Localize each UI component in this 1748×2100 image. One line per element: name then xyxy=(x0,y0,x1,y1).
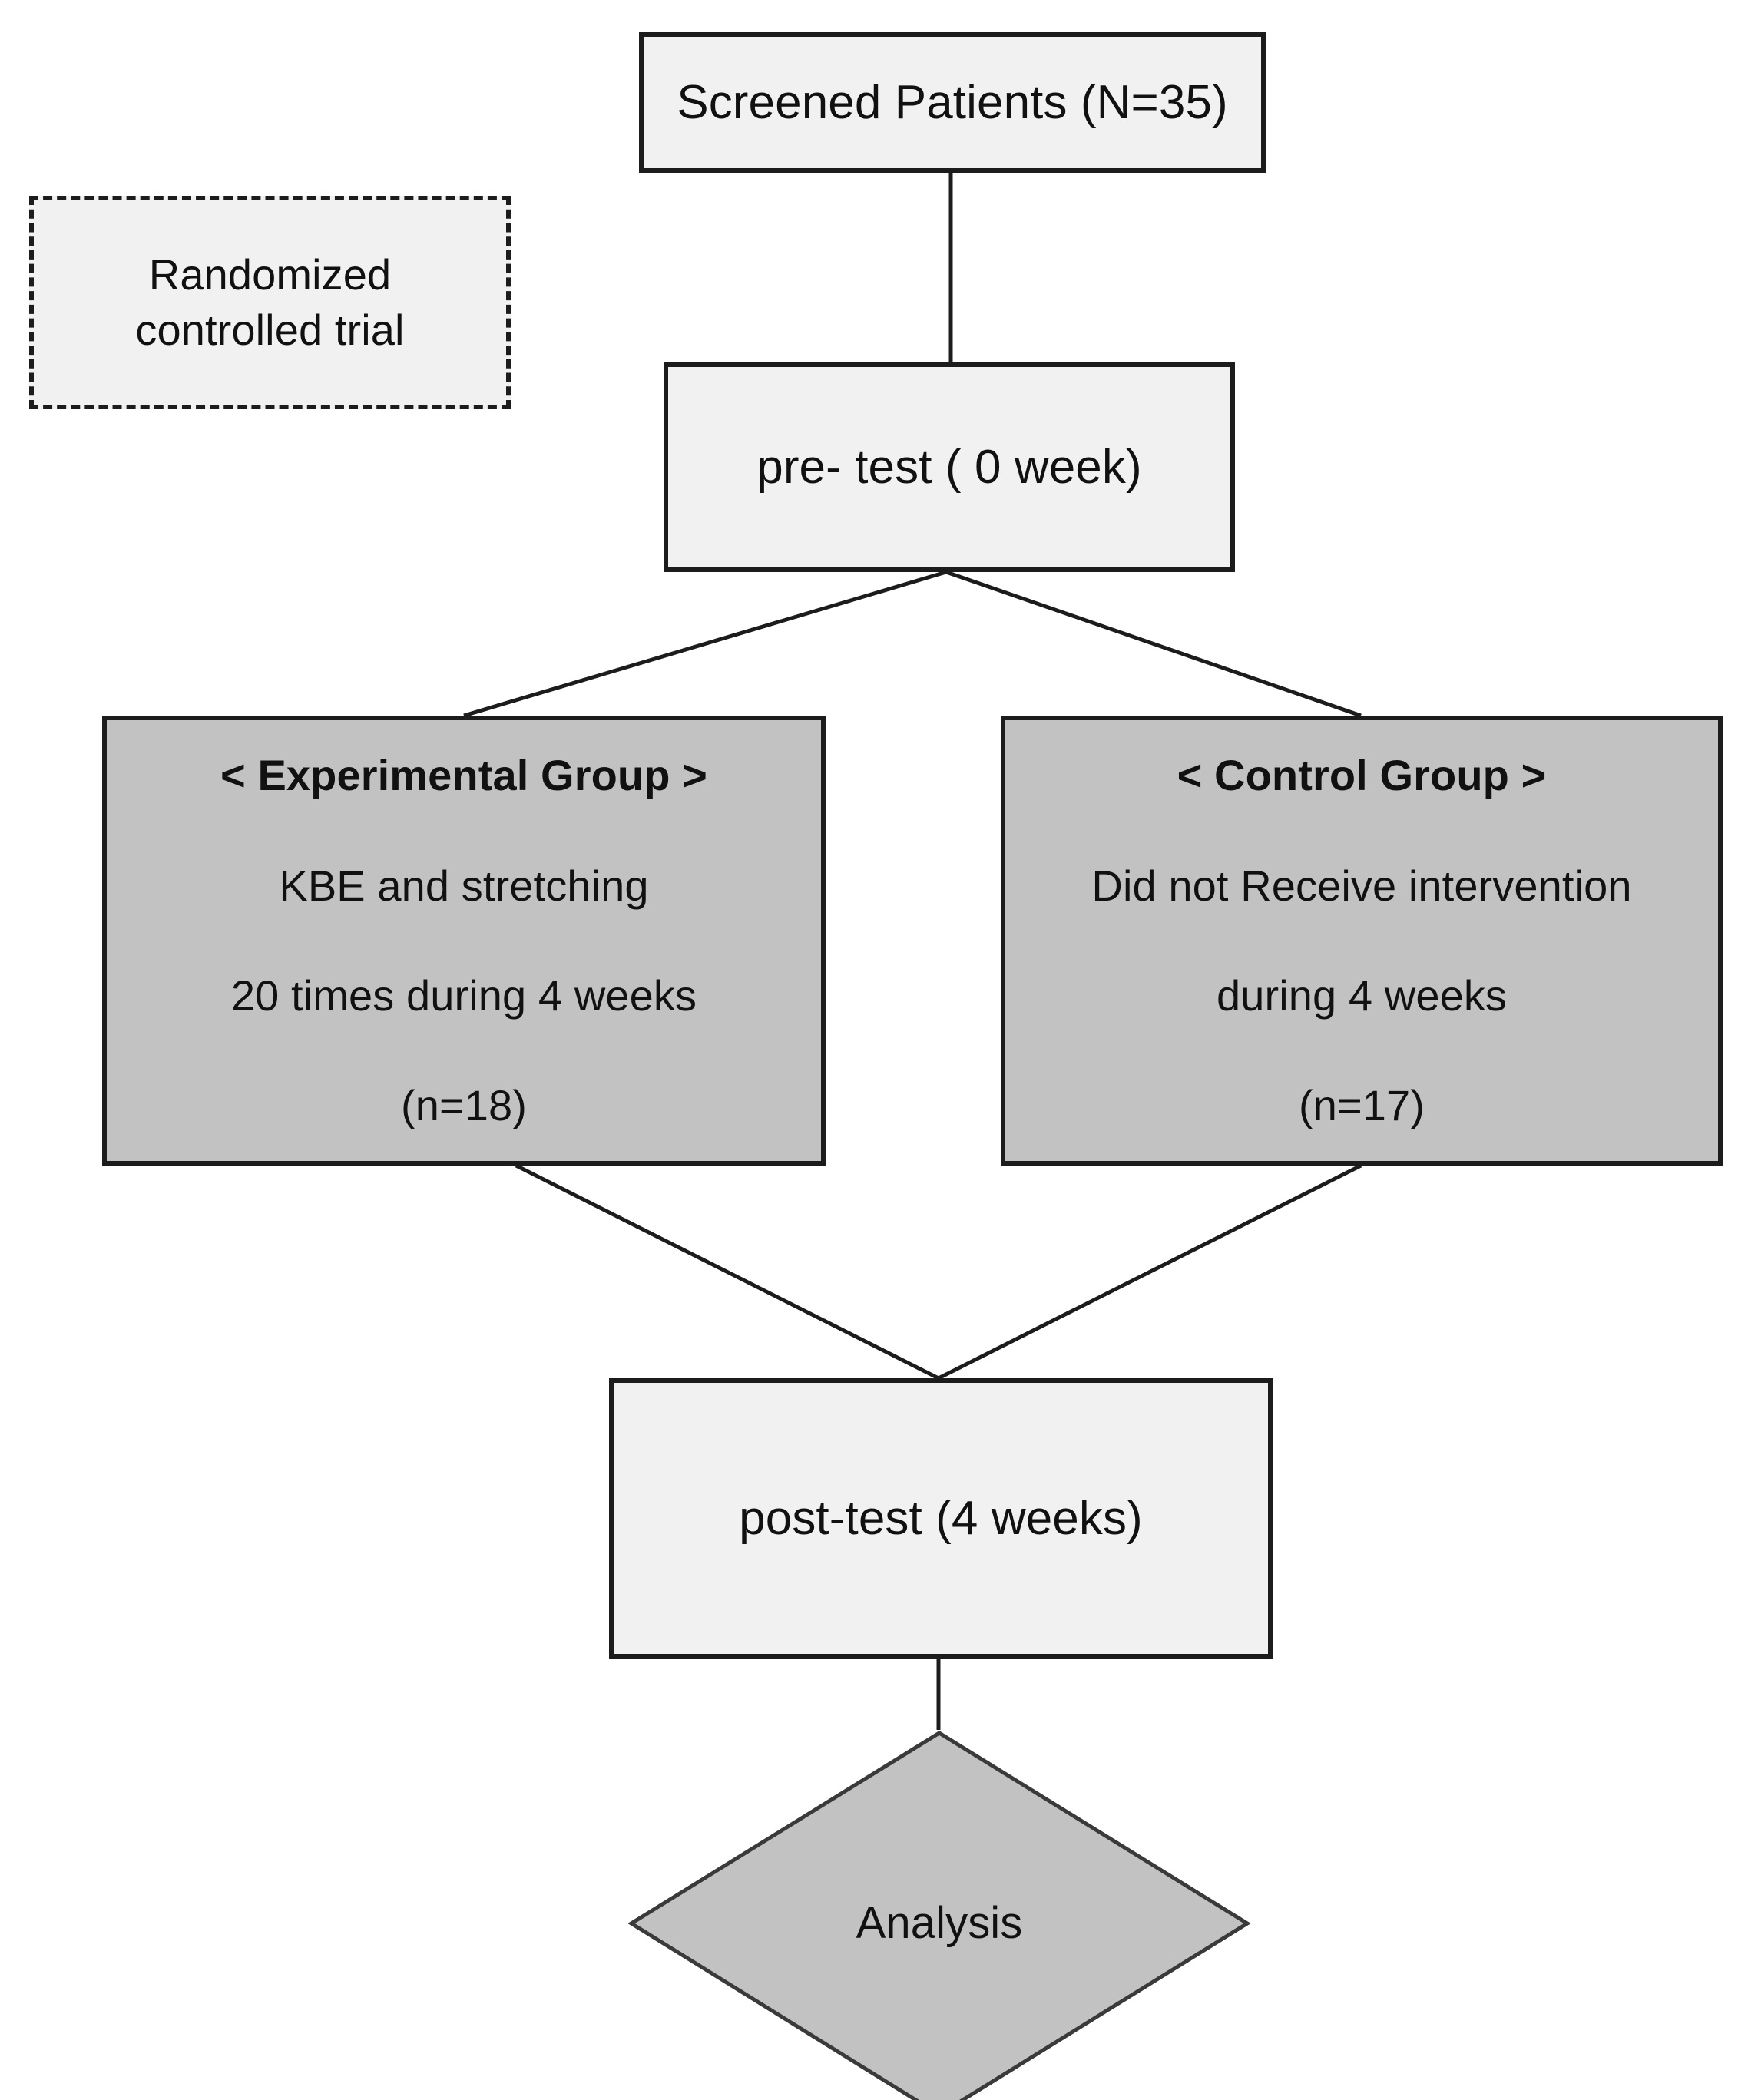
annotation-line-1: Randomized xyxy=(148,250,392,299)
pre-test-label: pre- test ( 0 week) xyxy=(756,440,1142,494)
control-group-sample-size: (n=17) xyxy=(1298,1081,1425,1130)
experimental-group-heading: < Experimental Group > xyxy=(220,751,707,800)
experimental-group-sample-size: (n=18) xyxy=(400,1081,528,1130)
control-group-text: < Control Group > Did not Receive interv… xyxy=(1091,693,1631,1188)
control-group-heading: < Control Group > xyxy=(1177,751,1547,800)
node-randomized-controlled-trial-note: Randomized controlled trial xyxy=(29,196,511,409)
experimental-group-line-3: 20 times during 4 weeks xyxy=(230,971,697,1020)
node-post-test[interactable]: post-test (4 weeks) xyxy=(609,1378,1273,1659)
experimental-group-line-2: KBE and stretching xyxy=(279,861,649,910)
node-control-group[interactable]: < Control Group > Did not Receive interv… xyxy=(1001,716,1723,1166)
control-group-line-3: during 4 weeks xyxy=(1216,971,1508,1020)
screened-patients-label: Screened Patients (N=35) xyxy=(677,75,1228,129)
node-pre-test[interactable]: pre- test ( 0 week) xyxy=(664,362,1235,572)
annotation-line-2: controlled trial xyxy=(135,306,405,354)
post-test-label: post-test (4 weeks) xyxy=(739,1491,1143,1545)
node-screened-patients[interactable]: Screened Patients (N=35) xyxy=(639,32,1266,173)
node-experimental-group[interactable]: < Experimental Group > KBE and stretchin… xyxy=(102,716,826,1166)
analysis-diamond-shape xyxy=(628,1731,1250,2100)
control-group-line-2: Did not Receive intervention xyxy=(1091,861,1632,910)
edge-control-to-posttest xyxy=(937,1163,1362,1381)
experimental-group-text: < Experimental Group > KBE and stretchin… xyxy=(220,693,707,1188)
edge-experimental-to-posttest xyxy=(515,1163,940,1381)
node-analysis[interactable]: Analysis xyxy=(628,1730,1250,2100)
